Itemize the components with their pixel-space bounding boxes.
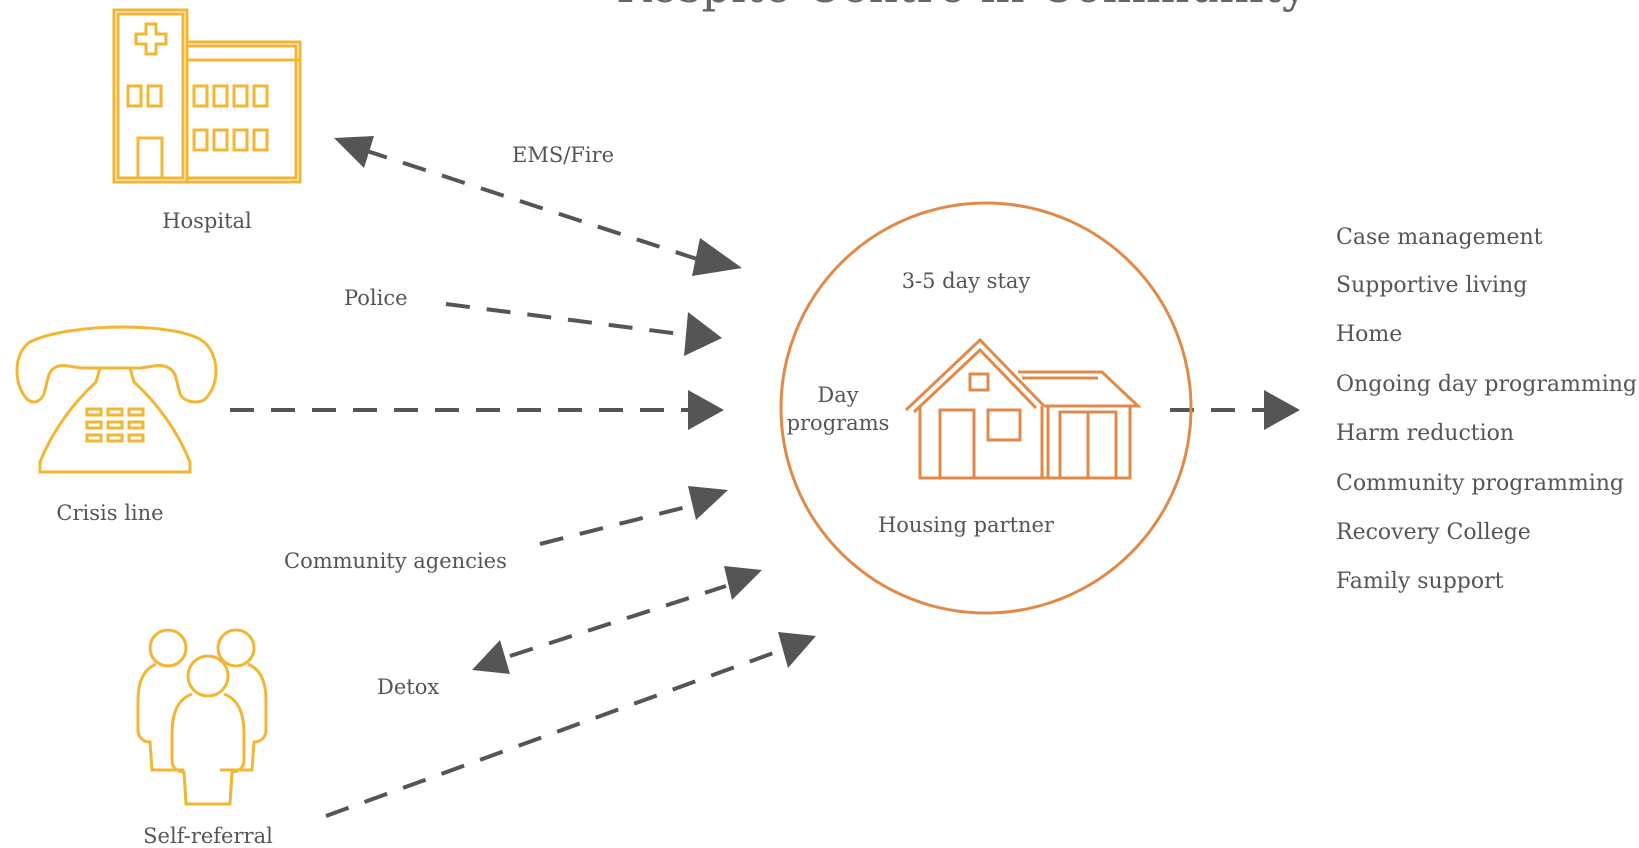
service-item: Supportive living <box>1336 273 1527 298</box>
service-item: Family support <box>1336 569 1504 594</box>
people-icon <box>136 628 268 806</box>
service-item: Case management <box>1336 225 1543 250</box>
services-list: Case management Supportive living Home O… <box>1336 225 1637 594</box>
service-item: Ongoing day programming <box>1336 372 1637 397</box>
arrow-to-services <box>1170 390 1300 430</box>
arrow-ems-fire <box>334 136 742 276</box>
housing-partner-label: Housing partner <box>878 513 1055 537</box>
police-label: Police <box>344 286 408 310</box>
respite-centre-circle <box>779 201 1193 615</box>
detox-label: Detox <box>377 675 439 699</box>
service-item: Community programming <box>1336 471 1624 496</box>
stay-duration-label: 3-5 day stay <box>902 269 1031 293</box>
community-agencies-label: Community agencies <box>284 549 507 573</box>
day-programs-label-line1: Day <box>817 383 858 407</box>
telephone-icon <box>15 325 218 474</box>
service-item: Home <box>1336 322 1402 347</box>
service-item: Harm reduction <box>1336 421 1514 446</box>
arrow-detox <box>472 566 762 674</box>
service-item: Recovery College <box>1336 520 1531 545</box>
self-referral-label: Self-referral <box>143 824 273 848</box>
diagram-title: Respite Centre in Community <box>616 0 1308 13</box>
arrow-self-referral <box>325 632 816 818</box>
hospital-label: Hospital <box>162 209 252 233</box>
house-icon <box>904 337 1142 480</box>
crisis-line-label: Crisis line <box>56 501 163 525</box>
arrow-police <box>445 302 722 356</box>
ems-fire-label: EMS/Fire <box>512 143 614 167</box>
arrow-crisis-line <box>230 390 724 430</box>
hospital-icon <box>112 8 302 184</box>
arrow-community-agencies <box>539 486 728 546</box>
day-programs-label-line2: programs <box>787 411 890 435</box>
